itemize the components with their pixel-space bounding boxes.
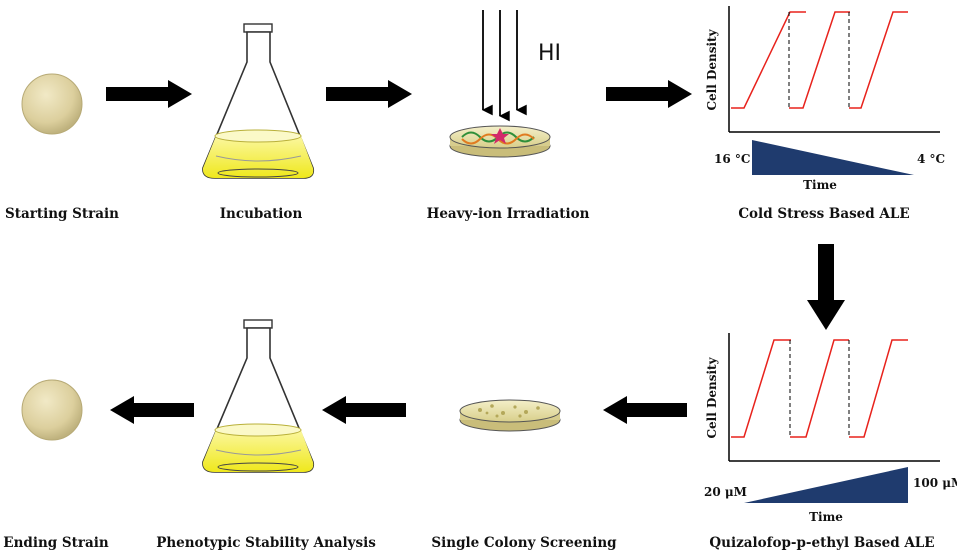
phenotypic-flask-icon	[202, 319, 315, 473]
quiz-ylabel: Cell Density	[705, 356, 719, 438]
arrow-right-1	[106, 80, 192, 108]
cold-ylabel: Cell Density	[705, 28, 719, 110]
cold-gradient-right: 4 °C	[917, 152, 945, 166]
label-ending-strain: Ending Strain	[3, 535, 109, 551]
cold-temperature-gradient	[752, 140, 914, 175]
heavy-ion-beam-icon	[481, 10, 527, 122]
label-single-colony: Single Colony Screening	[431, 535, 617, 551]
quiz-gradient-right: 100 μM	[913, 476, 957, 490]
colony-petri-dish-icon	[459, 399, 561, 432]
label-starting-strain: Starting Strain	[5, 206, 119, 222]
quiz-xlabel: Time	[809, 510, 843, 524]
quiz-concentration-gradient	[744, 467, 908, 503]
arrow-right-3	[606, 80, 692, 108]
cold-gradient-left: 16 °C	[714, 152, 750, 166]
quizalofop-growth-chart: Cell Density 20 μM 100 μM Time	[704, 333, 957, 524]
quiz-growth-line-3	[849, 339, 908, 438]
arrow-left-3	[110, 396, 194, 424]
cold-growth-line-3	[849, 11, 908, 109]
quiz-growth-line	[731, 339, 791, 438]
quiz-growth-line-2	[790, 339, 849, 438]
label-quizalofop-ale: Quizalofop-p-ethyl Based ALE	[709, 535, 934, 551]
incubation-flask-icon	[202, 23, 315, 179]
arrow-down	[807, 244, 845, 330]
arrow-left-1	[603, 396, 687, 424]
arrow-right-2	[326, 80, 412, 108]
label-heavy-ion: Heavy-ion Irradiation	[427, 206, 590, 222]
cold-xlabel: Time	[803, 178, 837, 192]
arrow-left-2	[322, 396, 406, 424]
label-cold-ale: Cold Stress Based ALE	[738, 206, 909, 222]
label-phenotypic: Phenotypic Stability Analysis	[156, 535, 376, 551]
cold-stress-growth-chart: Cell Density 16 °C 4 °C Time	[705, 6, 945, 192]
ending-strain-sphere-icon	[21, 379, 83, 441]
cold-growth-line	[731, 11, 806, 109]
quiz-gradient-left: 20 μM	[704, 485, 747, 499]
irradiated-petri-dish-icon	[449, 125, 551, 158]
label-incubation: Incubation	[220, 206, 303, 222]
hi-label: HI	[538, 41, 561, 66]
cold-growth-line-2	[789, 11, 850, 109]
starting-strain-sphere-icon	[21, 73, 83, 135]
